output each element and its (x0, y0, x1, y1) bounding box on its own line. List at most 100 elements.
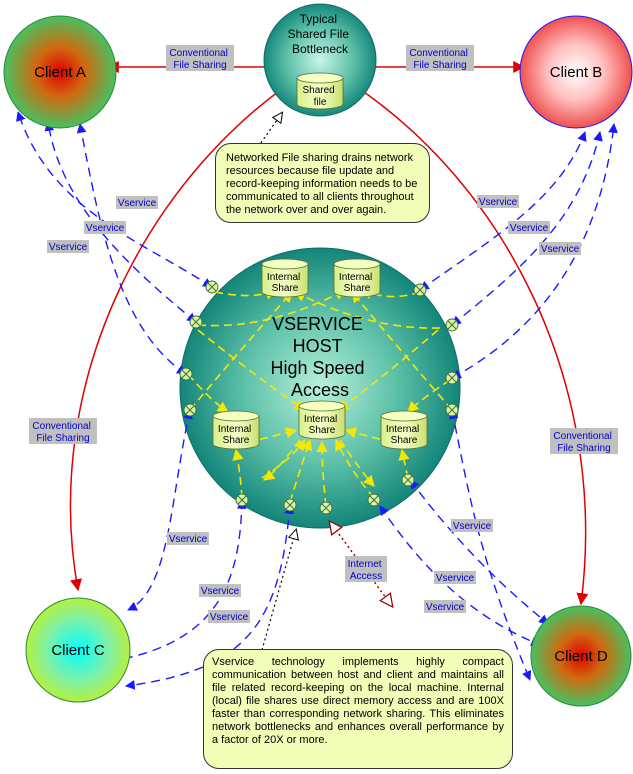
vservice-line (125, 504, 295, 690)
conventional-label-line: Conventional (169, 48, 227, 59)
svg-text:Internal Share: Internal Share (386, 424, 422, 446)
internal-line (189, 291, 293, 411)
vservice-label: Vservice (451, 519, 493, 532)
internal-share-label-line: Internal (304, 414, 337, 425)
internet-label-line: Internet (348, 559, 382, 570)
internal-share-label-line: Internal (339, 272, 372, 283)
client-d[interactable]: Client D (530, 605, 632, 707)
internal-share: Internal Share (212, 410, 260, 450)
vservice-technology-note: Vservice technology implements highly co… (203, 649, 513, 769)
host-title-line: High Speed (270, 358, 364, 378)
connection-port-icon (205, 280, 219, 294)
internet-label-line: Access (350, 571, 382, 582)
conventional-label-line: Conventional (553, 431, 611, 442)
connection-port-icon (413, 283, 427, 297)
shared-file-label-line: file (314, 97, 327, 108)
connection-port-icon (283, 498, 297, 512)
connection-port-icon (445, 318, 459, 332)
internal-line (263, 439, 301, 481)
svg-text:Conventional File Sharin: Conventional File Sharing (409, 48, 470, 71)
svg-text:Internal Share: Internal Share (218, 424, 254, 446)
bottleneck-title-line: Typical (300, 12, 337, 26)
internal-share-label-line: Share (309, 425, 336, 436)
bottleneck-title-line: Bottleneck (292, 42, 349, 56)
vservice-host (179, 247, 461, 529)
vservice-label-text: Vservice (510, 223, 549, 234)
internal-line (187, 373, 229, 413)
svg-text:Conventional File Sharin: Conventional File Sharing (32, 421, 93, 444)
internal-line (335, 438, 375, 499)
svg-text:Internal Share: Internal Share (267, 272, 303, 294)
conventional-label: Conventional File Sharing (166, 45, 234, 71)
conventional-label-line: File Sharing (557, 443, 610, 454)
vservice-label: Vservice (539, 242, 581, 255)
network-bottleneck-note: Networked File sharing drains network re… (215, 143, 430, 223)
connection-port-icon (179, 367, 193, 381)
svg-text:Shared file: Shared file (302, 85, 337, 108)
connection-port-icon (319, 501, 333, 515)
vservice-label-text: Vservice (479, 197, 518, 208)
connection-port-icon (445, 403, 459, 417)
vservice-label: Vservice (84, 221, 126, 234)
internal-share-label-line: Share (391, 435, 418, 446)
internal-share: Internal Share (333, 258, 381, 298)
conventional-label-line: File Sharing (413, 60, 466, 71)
client-b-label: Client B (550, 64, 603, 81)
internal-line (316, 440, 328, 507)
connection-port-icon (445, 371, 459, 385)
vservice-label-text: Vservice (49, 242, 88, 253)
connection-port-icon (183, 403, 197, 417)
vservice-label-text: Vservice (541, 244, 580, 255)
conventional-label-line: Conventional (32, 421, 90, 432)
conventional-label-line: File Sharing (36, 433, 89, 444)
internal-share-label-line: Share (344, 283, 371, 294)
vservice-label: Vservice (208, 610, 250, 623)
vservice-label-text: Vservice (118, 198, 157, 209)
vservice-label-text: Vservice (201, 586, 240, 597)
internet-access-label: Internet Access (345, 556, 387, 582)
bottleneck-title-line: Shared File (288, 27, 350, 41)
vservice-line (379, 505, 541, 647)
vservice-line (448, 409, 532, 681)
conventional-label-line: File Sharing (173, 60, 226, 71)
internal-line (289, 438, 313, 503)
vservice-label: Vservice (199, 584, 241, 597)
svg-text:Conventional File Sharin: Conventional File Sharing (553, 431, 614, 454)
conventional-label: Conventional File Sharing (550, 428, 618, 454)
vservice-labels: Vservice Vservice Vservice Vservice Vser… (47, 195, 581, 623)
vservice-label-text: Vservice (453, 521, 492, 532)
conventional-label: Conventional File Sharing (29, 418, 97, 444)
shared-file-label-line: Shared (302, 85, 334, 96)
internal-share-label-line: Share (272, 283, 299, 294)
internal-share-label-line: Internal (267, 272, 300, 283)
client-c[interactable]: Client C (25, 597, 131, 703)
vservice-label-text: Vservice (86, 223, 125, 234)
conventional-label: Conventional File Sharing (406, 45, 474, 71)
vservice-label-text: Vservice (426, 602, 465, 613)
internal-line (232, 448, 244, 499)
vservice-label: Vservice (424, 600, 466, 613)
client-a[interactable]: Client A (3, 15, 117, 129)
svg-text:Internal Share: Internal Share (304, 414, 340, 436)
vservice-line (419, 131, 587, 291)
connection-port-icon (235, 493, 249, 507)
internal-line (407, 379, 451, 413)
internal-line (337, 329, 439, 411)
shared-file-cylinder: Shared file (296, 72, 344, 110)
internal-share-label-line: Internal (218, 424, 251, 435)
client-a-label: Client A (34, 64, 86, 81)
connection-port-icon (189, 315, 203, 329)
internal-share: Internal Share (298, 400, 346, 440)
internal-share: Internal Share (261, 258, 309, 298)
vservice-label-text: Vservice (169, 534, 208, 545)
vservice-line (117, 499, 247, 664)
internal-line (351, 291, 453, 411)
vservice-label-text: Vservice (436, 573, 475, 584)
svg-text:Typical Shared File: Typical Shared File Bottleneck (288, 12, 353, 56)
svg-text:Internal Share: Internal Share (339, 272, 375, 294)
svg-text:Internet Access: Internet Access (348, 559, 385, 582)
connection-port-icon (367, 493, 381, 507)
host-title-line: Access (291, 380, 349, 400)
client-b[interactable]: Client B (519, 15, 633, 129)
